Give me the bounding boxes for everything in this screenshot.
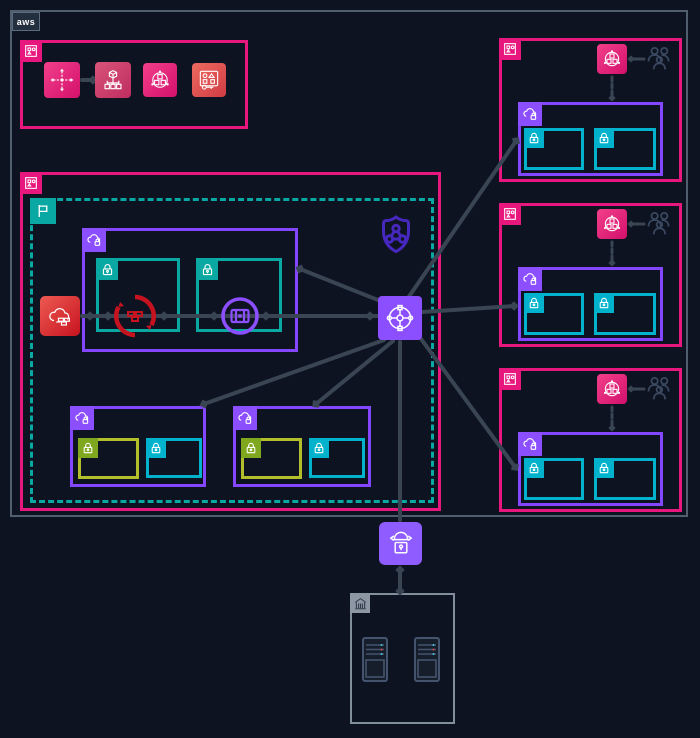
spoke3-subnet-2-group bbox=[594, 458, 656, 500]
attachment-subnet-b-group bbox=[233, 406, 371, 487]
vpc-flag-icon bbox=[30, 198, 56, 224]
private-subnet-lock-icon bbox=[524, 293, 544, 313]
spoke-account-1-group bbox=[499, 38, 682, 182]
vpc-icon bbox=[518, 267, 542, 291]
aws-logo: aws bbox=[12, 12, 40, 31]
subnet-lock-icon bbox=[241, 438, 261, 458]
account-icon bbox=[499, 38, 521, 60]
spoke1-subnet-2-group bbox=[594, 128, 656, 170]
account-icon bbox=[20, 172, 42, 194]
subnet-lock-icon bbox=[78, 438, 98, 458]
firewall-manager-policy-icon bbox=[597, 209, 627, 239]
vpc-icon bbox=[518, 102, 542, 126]
private-subnet-cloud-icon bbox=[233, 406, 257, 430]
green-subnet-a-group bbox=[78, 438, 139, 479]
organizations-icon bbox=[95, 62, 131, 98]
inspection-subnet-group bbox=[82, 228, 298, 352]
private-subnet-lock-icon bbox=[594, 458, 614, 478]
subnet-lock-icon bbox=[146, 438, 166, 458]
spoke2-subnet-2-group bbox=[594, 293, 656, 335]
users-icon bbox=[645, 374, 673, 402]
spoke3-subnet-1-group bbox=[524, 458, 584, 500]
firewall-endpoint-subnet-group bbox=[96, 258, 180, 332]
cyan-subnet-a-group bbox=[146, 438, 202, 478]
private-subnet-cloud-icon bbox=[70, 406, 94, 430]
account-icon bbox=[499, 368, 521, 390]
users-icon bbox=[645, 209, 673, 237]
cyan-subnet-b-group bbox=[309, 438, 365, 478]
subnet-lock-icon bbox=[309, 438, 329, 458]
account-icon bbox=[20, 40, 42, 62]
resource-access-manager-icon bbox=[192, 63, 226, 97]
firewall-manager-policy-icon bbox=[597, 44, 627, 74]
private-subnet-lock-icon bbox=[594, 128, 614, 148]
site-to-site-vpn-icon bbox=[379, 522, 422, 565]
attachment-subnet-a-group bbox=[70, 406, 206, 487]
account-icon bbox=[499, 203, 521, 225]
network-firewall-icon bbox=[40, 296, 80, 336]
private-subnet-lock-icon bbox=[524, 458, 544, 478]
transit-gateway-icon bbox=[378, 296, 422, 340]
vpc-icon bbox=[518, 432, 542, 456]
private-subnet-lock-icon bbox=[524, 128, 544, 148]
spoke1-subnet-1-group bbox=[524, 128, 584, 170]
private-subnet-cloud-icon bbox=[82, 228, 106, 252]
firewall-manager-policy-icon bbox=[597, 374, 627, 404]
transit-gateway-service-icon bbox=[44, 62, 80, 98]
green-subnet-b-group bbox=[241, 438, 302, 479]
tgw-attachment-subnet-group bbox=[196, 258, 282, 332]
network-firewall-shield-icon bbox=[372, 213, 420, 261]
firewall-endpoint-icon bbox=[111, 292, 159, 340]
server-icon bbox=[414, 637, 440, 682]
server-icon bbox=[362, 637, 388, 682]
transit-gateway-attachment-icon bbox=[217, 293, 263, 339]
private-subnet-lock-icon bbox=[594, 293, 614, 313]
management-account-group bbox=[20, 40, 248, 129]
spoke2-subnet-1-group bbox=[524, 293, 584, 335]
firewall-manager-icon bbox=[143, 63, 177, 97]
data-center-building-icon bbox=[350, 593, 370, 613]
spoke-vpc-2-group bbox=[518, 267, 663, 341]
private-subnet-lock-icon bbox=[196, 258, 218, 280]
private-subnet-lock-icon bbox=[96, 258, 118, 280]
aws-cloud-group bbox=[10, 10, 688, 517]
users-icon bbox=[645, 44, 673, 72]
spoke-vpc-3-group bbox=[518, 432, 663, 506]
